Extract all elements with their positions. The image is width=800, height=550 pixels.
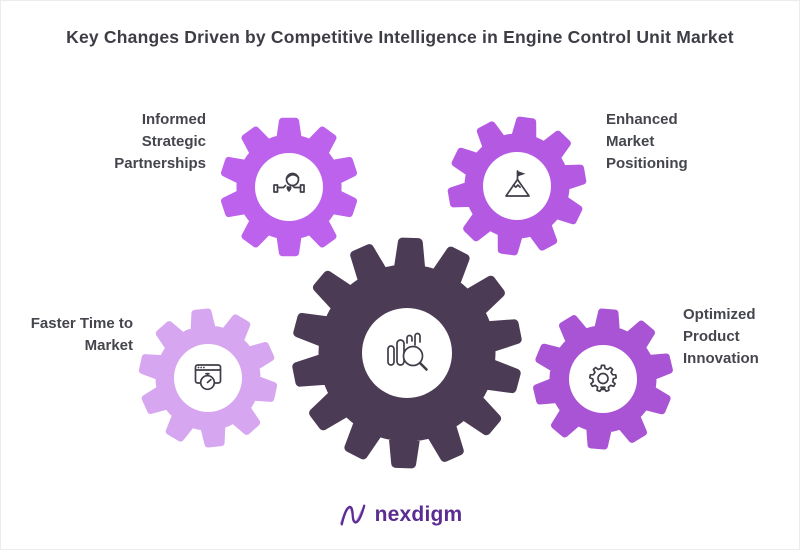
label-informed-strategic-partnerships: Informed Strategic Partnerships (36, 109, 206, 175)
gear-enhanced-market-positioning (447, 116, 587, 256)
label-line: Optimized (683, 306, 756, 323)
gear-lightbulb-icon (588, 364, 618, 393)
label-line: Innovation (683, 350, 759, 367)
brand-logo: nexdigm (1, 501, 799, 529)
label-line: Market (84, 337, 133, 354)
label-line: Strategic (141, 133, 206, 150)
label-line: Informed (141, 111, 206, 128)
browser-stopwatch-icon (194, 364, 222, 391)
label-line: Product (683, 328, 740, 345)
label-line: Positioning (606, 155, 688, 172)
label-optimized-product-innovation: Optimized Product Innovation (683, 304, 799, 370)
brand-name: nexdigm (374, 503, 463, 526)
gear-center-competitive-intelligence (292, 237, 522, 469)
label-faster-time-to-market: Faster Time to Market (1, 313, 133, 357)
label-line: Enhanced (606, 111, 678, 128)
gear-optimized-product-innovation (533, 308, 673, 450)
mountain-flag-icon (505, 170, 530, 197)
label-line: Faster Time to (30, 315, 133, 332)
chart-magnifier-icon (387, 332, 428, 371)
label-line: Market (606, 133, 655, 150)
handshake-globe-icon (273, 172, 305, 193)
gear-faster-time-to-market (138, 308, 278, 448)
label-line: Partnerships (114, 155, 206, 172)
label-enhanced-market-positioning: Enhanced Market Positioning (606, 109, 776, 175)
nexdigm-wave-mark-icon (339, 504, 365, 526)
page-title: Key Changes Driven by Competitive Intell… (66, 27, 734, 47)
gear-informed-strategic-partnerships (221, 117, 357, 257)
